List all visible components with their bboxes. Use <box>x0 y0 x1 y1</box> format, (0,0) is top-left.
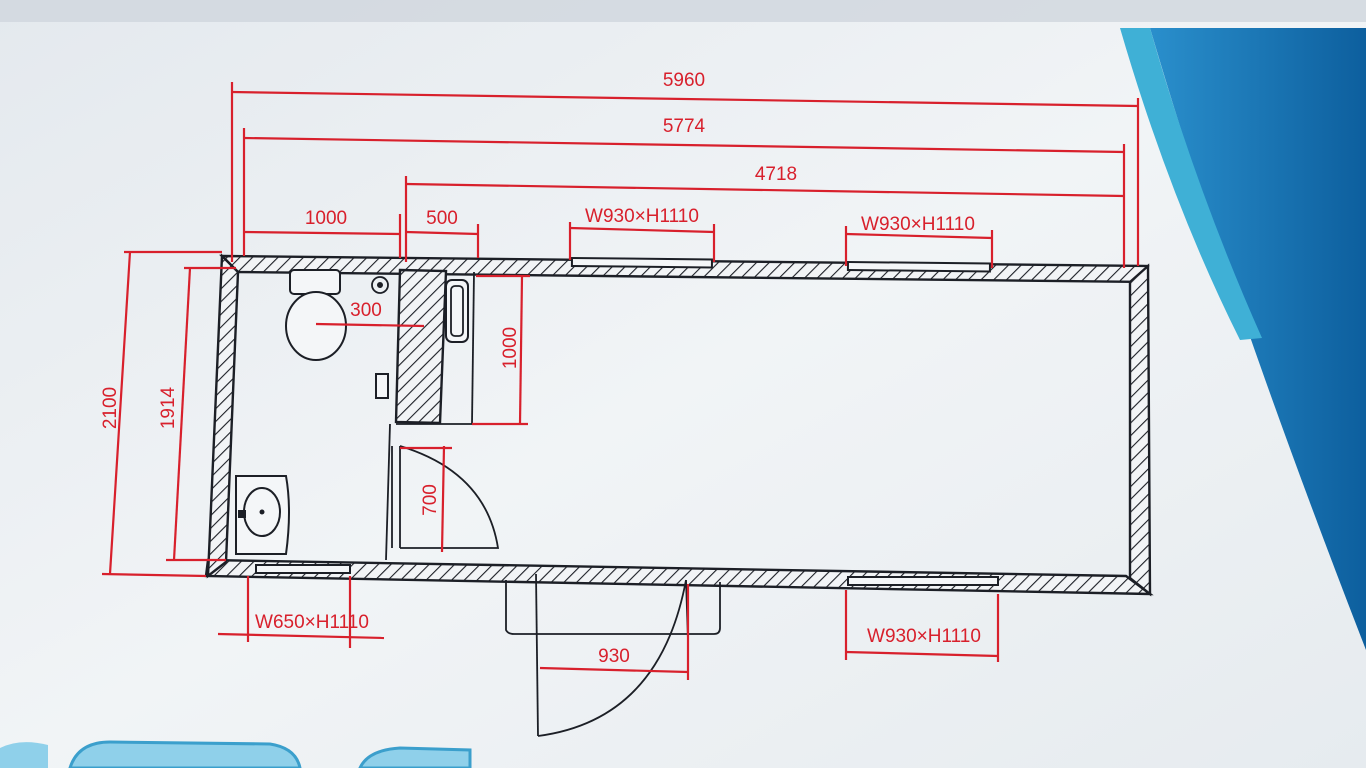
dim-shower-width: 500 <box>426 208 458 229</box>
dim-bath-door: 700 <box>420 484 441 516</box>
window-icon <box>846 260 992 273</box>
dim-overall-width: 2100 <box>100 387 121 429</box>
plastic-top-edge <box>0 0 1366 22</box>
accessory <box>375 373 389 399</box>
dim-entry-door: 930 <box>598 646 630 667</box>
dim-window-top-left: W930×H1110 <box>585 206 699 227</box>
blue-side-panel <box>1150 28 1366 650</box>
dim-shower-depth: 1000 <box>500 327 521 369</box>
dimension-lines <box>101 82 1140 680</box>
left-wall <box>206 253 240 579</box>
cyan-swoosh <box>1120 28 1262 340</box>
bottom-tab-1 <box>0 742 48 768</box>
right-wall <box>1128 263 1152 597</box>
bath-partition-line <box>385 423 391 561</box>
bottom-tab-3 <box>358 746 472 768</box>
dim-window-bottom-right: W930×H1110 <box>867 626 981 647</box>
dim-window-bottom-left: W650×H1110 <box>255 612 369 633</box>
shower-tray-icon <box>445 279 469 343</box>
window-icon <box>255 564 351 574</box>
dim-partition-gap: 300 <box>350 300 382 321</box>
dim-room-length: 4718 <box>755 164 797 185</box>
sink-icon <box>235 475 290 555</box>
dim-window-top-right: W930×H1110 <box>861 214 975 235</box>
toilet-icon <box>285 269 389 361</box>
window-icon <box>570 256 714 269</box>
window-icon <box>847 576 999 586</box>
dim-inner-width: 1914 <box>158 386 179 429</box>
shower-edge <box>471 271 475 425</box>
dim-inner-length: 5774 <box>663 116 706 137</box>
bottom-tab-2 <box>68 740 302 768</box>
dim-overall-length: 5960 <box>663 70 705 91</box>
dim-bath-width: 1000 <box>305 208 347 229</box>
door-swing-icon <box>391 445 500 549</box>
shower-partition <box>394 268 448 425</box>
walls <box>204 253 1154 597</box>
